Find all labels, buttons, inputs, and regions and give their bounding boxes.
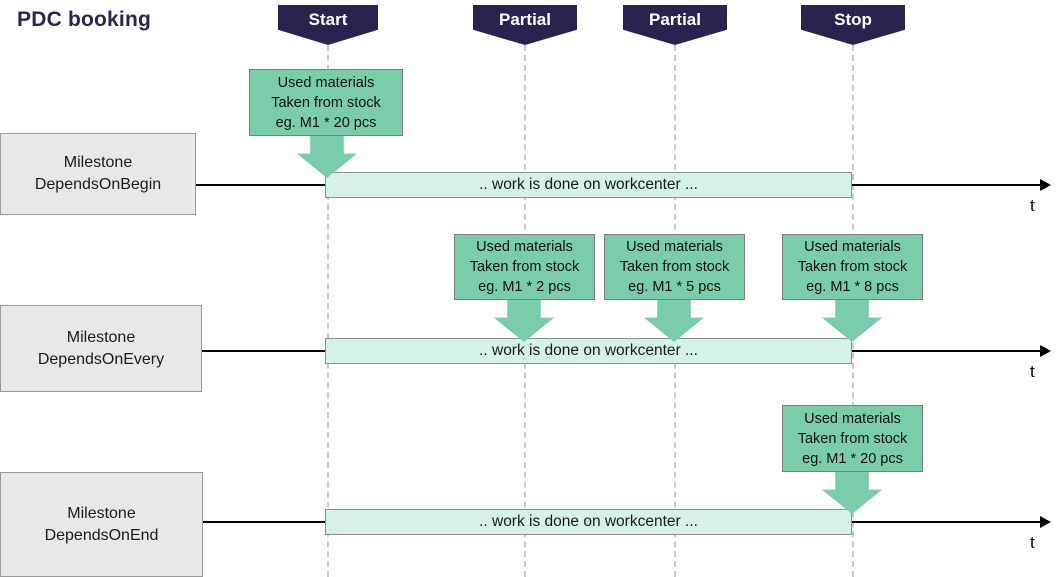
material-note-line-3: eg. M1 * 8 pcs: [806, 279, 899, 295]
milestone-label-depends-on-begin: Milestone DependsOnBegin: [0, 133, 196, 215]
material-note-start: Used materials Taken from stock eg. M1 *…: [249, 69, 403, 136]
time-axis-arrow-row-1: [1040, 179, 1051, 191]
time-axis-arrow-row-3: [1040, 516, 1051, 528]
material-note-partial-2: Used materials Taken from stock eg. M1 *…: [604, 234, 745, 300]
workbar-row-2: .. work is done on workcenter ...: [325, 338, 852, 364]
material-flow-arrow-stop-row-2: [822, 300, 882, 342]
material-note-line-2: Taken from stock: [619, 259, 730, 275]
material-note-line-1: Used materials: [476, 239, 573, 255]
material-note-line-1: Used materials: [626, 239, 723, 255]
material-note-stop-row-3: Used materials Taken from stock eg. M1 *…: [782, 405, 923, 472]
material-note-line-3: eg. M1 * 2 pcs: [478, 279, 571, 295]
workbar-row-3: .. work is done on workcenter ...: [325, 509, 852, 535]
milestone-label-depends-on-every: Milestone DependsOnEvery: [0, 305, 202, 392]
event-banner-partial-2[interactable]: Partial: [623, 5, 727, 45]
milestone-line-1: Milestone: [66, 328, 136, 346]
material-note-line-2: Taken from stock: [469, 259, 580, 275]
material-note-line-1: Used materials: [804, 410, 901, 427]
axis-label-t-row-1: t: [1030, 196, 1035, 215]
material-note-partial-1: Used materials Taken from stock eg. M1 *…: [454, 234, 595, 300]
guide-line-start: [327, 45, 329, 577]
milestone-line-2: DependsOnEnd: [44, 526, 159, 544]
material-flow-arrow-stop-row-3: [822, 472, 882, 514]
event-banner-start[interactable]: Start: [278, 5, 378, 45]
event-banner-stop[interactable]: Stop: [801, 5, 905, 45]
material-flow-arrow-partial-2: [644, 300, 704, 342]
material-note-line-2: Taken from stock: [797, 430, 908, 447]
milestone-line-1: Milestone: [67, 504, 136, 522]
material-note-line-3: eg. M1 * 20 pcs: [275, 114, 377, 131]
axis-label-t-row-2: t: [1030, 362, 1035, 381]
material-flow-arrow-partial-1: [494, 300, 554, 342]
material-note-line-3: eg. M1 * 5 pcs: [628, 279, 721, 295]
material-note-line-2: Taken from stock: [797, 259, 908, 275]
workbar-row-1: .. work is done on workcenter ...: [325, 172, 852, 198]
page-title: PDC booking: [17, 8, 152, 31]
milestone-line-1: Milestone: [63, 154, 133, 172]
material-note-stop-row-2: Used materials Taken from stock eg. M1 *…: [782, 234, 923, 300]
event-banner-partial-1[interactable]: Partial: [473, 5, 577, 45]
time-axis-arrow-row-2: [1040, 345, 1051, 357]
material-note-line-1: Used materials: [804, 239, 901, 255]
axis-label-t-row-3: t: [1030, 533, 1035, 552]
milestone-label-depends-on-end: Milestone DependsOnEnd: [0, 472, 203, 577]
material-note-line-2: Taken from stock: [271, 94, 381, 111]
material-note-line-3: eg. M1 * 20 pcs: [802, 450, 903, 467]
material-note-line-1: Used materials: [277, 74, 375, 91]
milestone-line-2: DependsOnEvery: [37, 350, 165, 368]
milestone-line-2: DependsOnBegin: [34, 176, 162, 193]
